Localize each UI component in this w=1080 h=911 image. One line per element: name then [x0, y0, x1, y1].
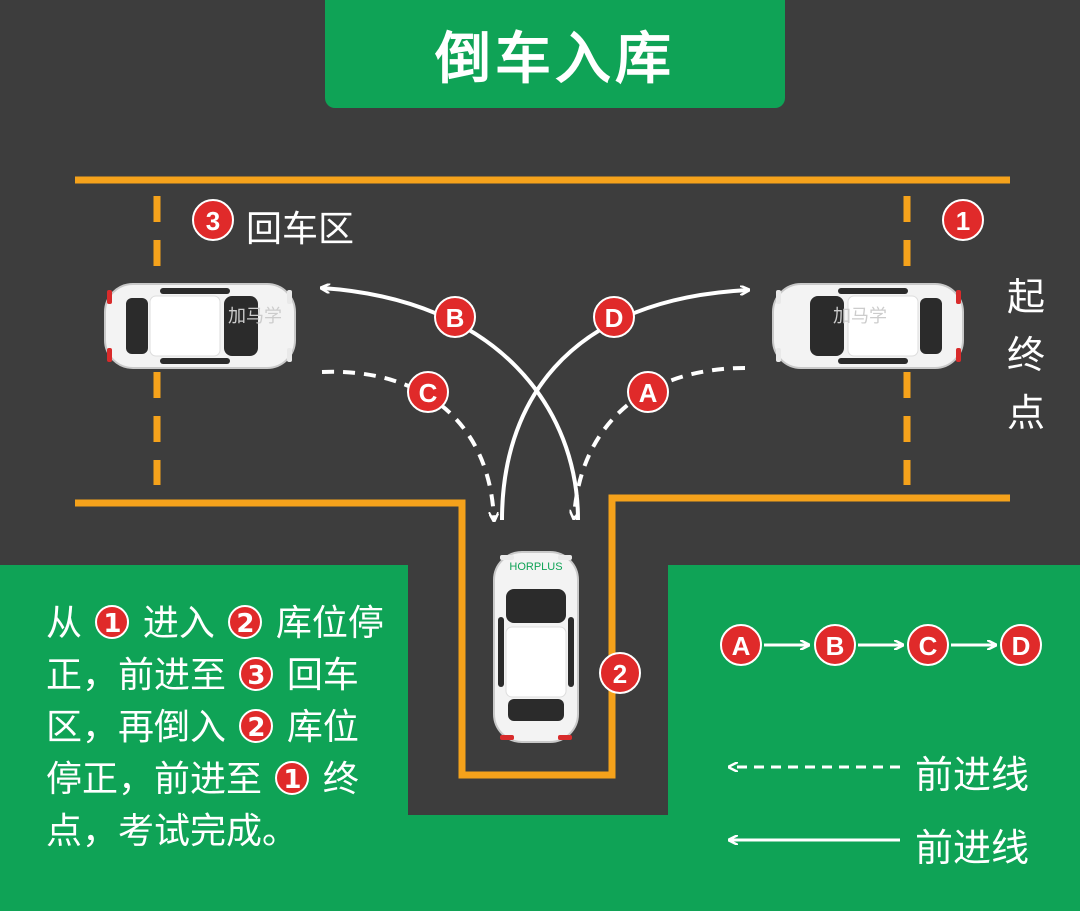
svg-text:3: 3 [206, 206, 220, 236]
return-area-label: 回车区 [246, 209, 355, 250]
zone-2-badge: 2 [599, 652, 641, 694]
sequence-a: A [720, 624, 762, 666]
green-panel-left [0, 565, 1080, 911]
badge-a: A [627, 371, 669, 413]
legend-solid-label: 前进线 [915, 826, 1030, 870]
car-left-brand: 加马学 [228, 306, 282, 326]
svg-text:A: A [732, 631, 751, 661]
badge-d: D [593, 296, 635, 338]
legend-dashed-label: 前进线 [915, 753, 1030, 797]
svg-text:D: D [605, 303, 624, 333]
path-c [321, 369, 494, 520]
svg-text:C: C [919, 631, 938, 661]
badge-b: B [434, 296, 476, 338]
path-d [500, 290, 748, 521]
page-title: 倒车入库 [435, 26, 675, 92]
svg-text:B: B [826, 631, 845, 661]
svg-text:D: D [1012, 631, 1031, 661]
instruction-badge-4: 2 [239, 709, 274, 743]
car-garage-sub: HORPLUS [509, 561, 562, 573]
car-garage [493, 551, 579, 743]
car-right [772, 283, 964, 369]
zone-3-badge: 3 [192, 199, 234, 241]
start-end-label: 起终点 [1006, 275, 1045, 435]
instruction-badge-5: 1 [275, 761, 310, 795]
svg-text:B: B [446, 303, 465, 333]
sequence-c: C [907, 624, 949, 666]
car-right-brand: 加马学 [833, 306, 887, 326]
instruction-badge-2: 2 [228, 605, 263, 639]
instructions-text: 从 1 进入 2 库位停正，前进至 3 回车区，再倒入 2 库位停正，前进至 1… [46, 603, 384, 852]
svg-text:1: 1 [956, 206, 970, 236]
bottom-left-boundary-line [75, 494, 1010, 779]
instruction-badge-1: 1 [95, 605, 130, 639]
zone-1-badge: 1 [942, 199, 984, 241]
svg-text:A: A [639, 378, 658, 408]
path-b [322, 288, 580, 521]
car-left [104, 283, 296, 369]
svg-text:C: C [419, 378, 438, 408]
title-banner: 倒车入库 [325, 0, 785, 108]
badge-c: C [407, 371, 449, 413]
sequence-b: B [814, 624, 856, 666]
svg-text:2: 2 [613, 659, 627, 689]
path-a [574, 366, 746, 518]
sequence-d: D [1000, 624, 1042, 666]
instruction-badge-3: 3 [239, 657, 274, 691]
